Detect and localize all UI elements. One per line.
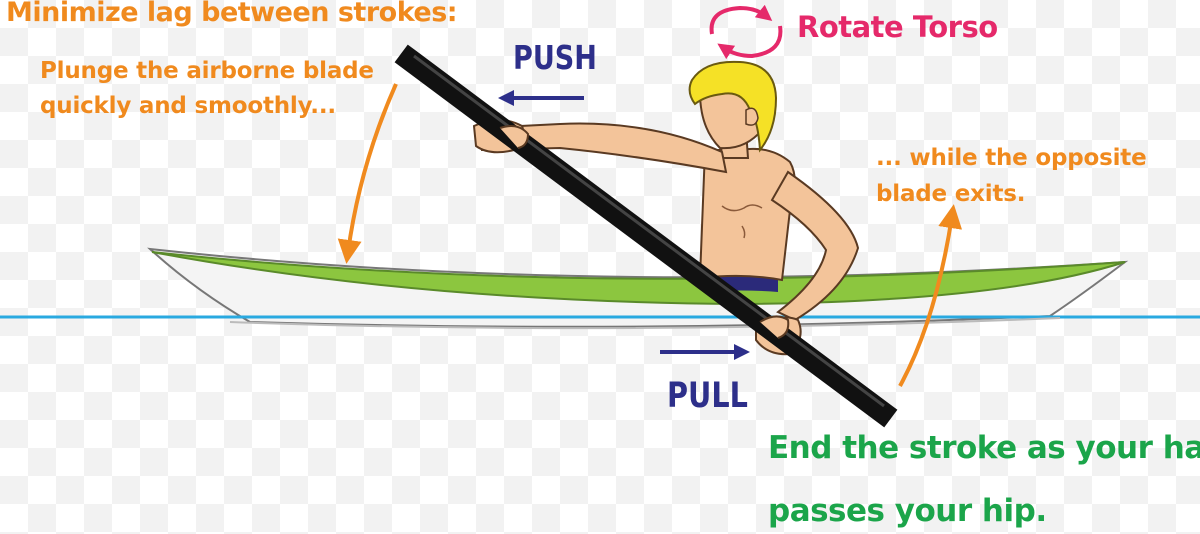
paddler-extended-arm [478,122,728,174]
exit-arrow [898,204,963,387]
water-reflection [229,317,1061,330]
plunge-text-line2: quickly and smoothly... [40,93,336,119]
paddle-shaft [394,44,898,428]
exit-text-line1: ... while the opposite [876,145,1147,171]
push-label: PUSH [513,38,597,77]
kayak-deck [151,251,1126,306]
paddler-hair [688,60,778,153]
paddler-ear [745,107,759,126]
end-stroke-line2: passes your hip. [768,493,1047,529]
chest-lines [721,204,763,239]
rotate-torso-label: Rotate Torso [797,10,998,44]
end-stroke-line1: End the stroke as your hand [768,430,1200,466]
rotate-torso-icon [709,4,773,35]
paddle-highlight [413,54,885,408]
rotate-torso-icon-lower [717,25,783,60]
heading-minimize-lag: Minimize lag between strokes: [6,0,458,28]
lower-hand-fingers [759,315,790,339]
exit-text-line2: blade exits. [876,181,1026,207]
upper-hand-fingers [499,125,530,149]
pull-label: PULL [667,376,748,416]
plunge-text-line1: Plunge the airborne blade [40,58,374,84]
plunge-arrow [337,83,398,264]
